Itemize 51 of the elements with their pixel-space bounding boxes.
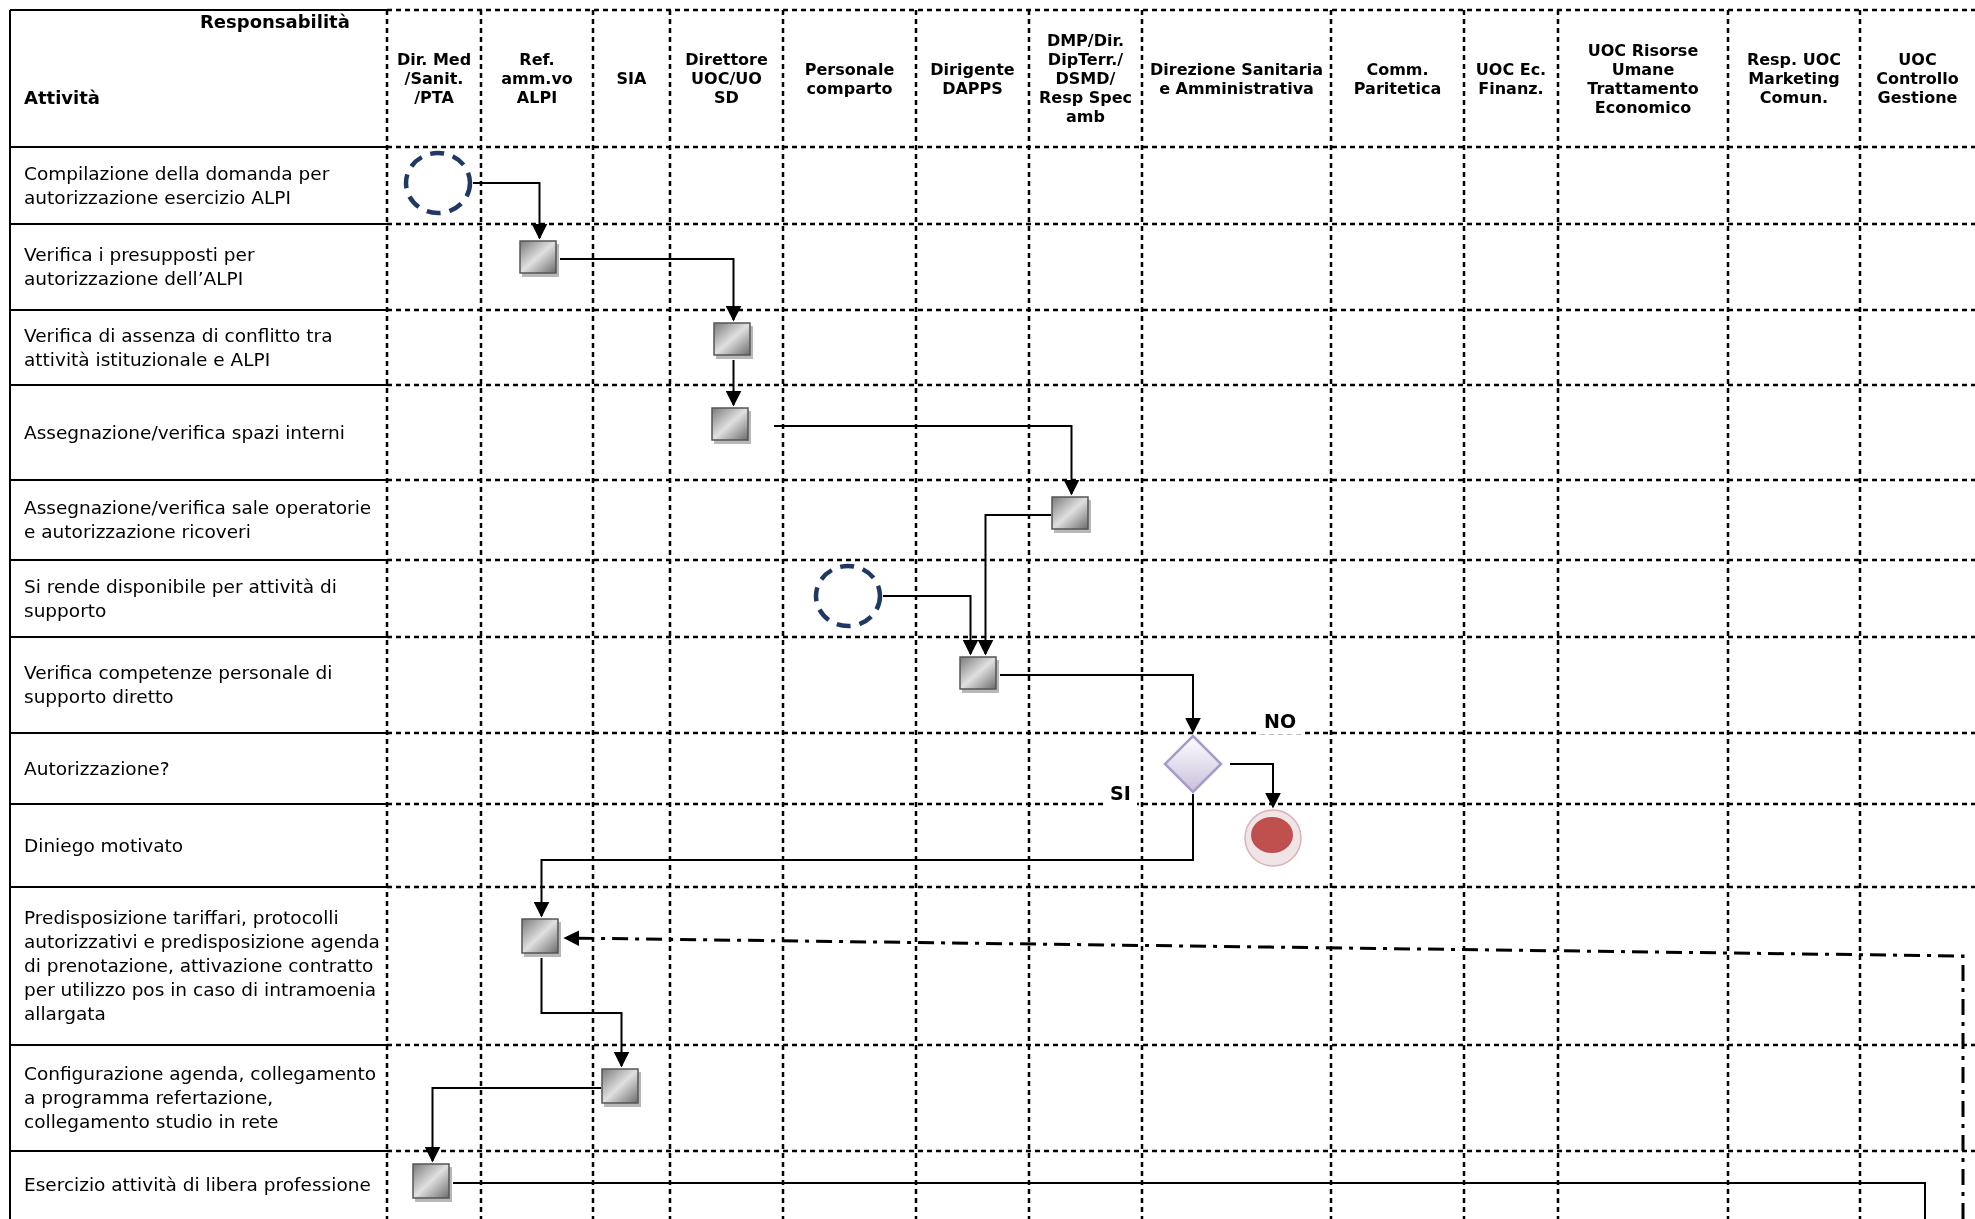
activity-label: Esercizio attività di libera professione xyxy=(24,1173,371,1197)
activity-box xyxy=(601,1068,642,1108)
activity-label: Assegnazione/verifica sale operatorie e autorizzazione ricoveri xyxy=(24,496,373,544)
arrow xyxy=(424,1087,602,1163)
column-header: UOC Risorse Umane Trattamento Economico xyxy=(1586,40,1700,117)
arrow xyxy=(725,359,742,407)
arrow xyxy=(1229,763,1281,809)
column-header: Comm. Paritetica xyxy=(1352,59,1443,98)
activity-label: Configurazione agenda, collegamento a programma refertazione, collegamento studio in rete xyxy=(24,1062,378,1134)
arrow xyxy=(882,595,979,656)
activity-box xyxy=(521,918,562,958)
activity-label: Verifica i presupposti per autorizzazione dell’ALPI xyxy=(24,243,256,291)
arrow xyxy=(533,793,1194,918)
start-circle xyxy=(403,150,473,216)
activity-label: Compilazione della domanda per autorizzazione esercizio ALPI xyxy=(24,161,331,210)
activity-label: Diniego motivato xyxy=(24,833,184,858)
activity-box xyxy=(959,656,1000,694)
column-header: Direttore UOC/UO SD xyxy=(684,50,769,107)
activity-label: Autorizzazione? xyxy=(24,756,170,781)
activity-label: Verifica di assenza di conflitto tra attività istituzionale e ALPI xyxy=(24,323,334,372)
arrow xyxy=(540,957,630,1068)
arrow xyxy=(559,258,742,322)
column-header: Dirigente DAPPS xyxy=(929,59,1016,98)
column-header: UOC Ec. Finanz. xyxy=(1474,59,1548,98)
column-header: Direzione Sanitaria e Amministrativa xyxy=(1149,59,1324,98)
activity-label: Predisposizione tariffari, protocolli autorizzativi e predisposizione agenda di prenotazione, attivazione contratto per utilizzo pos in caso di intramoenia allargata xyxy=(24,906,381,1026)
activity-box xyxy=(412,1163,453,1203)
activity-box xyxy=(1051,496,1092,534)
column-header: Resp. UOC Marketing Comun. xyxy=(1745,50,1843,107)
decision-diamond xyxy=(1163,734,1223,794)
column-header: SIA xyxy=(615,69,648,88)
arrow xyxy=(773,425,1080,496)
column-header: Responsabilità xyxy=(200,12,350,31)
arrow xyxy=(977,514,1052,656)
activity-box xyxy=(713,322,754,360)
activity-box xyxy=(711,407,752,445)
arrow xyxy=(999,674,1201,734)
column-header: Personale comparto xyxy=(803,59,896,98)
end-circle xyxy=(1244,809,1302,867)
start-circle xyxy=(813,563,883,629)
column-header: Ref. amm.vo ALPI xyxy=(500,50,574,107)
arrow xyxy=(563,930,1965,1219)
activity-label: Verifica competenze personale di supporto diretto xyxy=(24,661,334,709)
activity-box xyxy=(519,240,560,278)
column-header: DMP/Dir. DipTerr./ DSMD/ Resp Spec amb xyxy=(1038,31,1133,126)
column-header: Dir. Med /Sanit. /PTA xyxy=(395,50,473,107)
activity-label: Si rende disponibile per attività di supporto xyxy=(24,574,338,623)
arrow xyxy=(472,182,548,240)
activity-label: Assegnazione/verifica spazi interni xyxy=(24,420,345,445)
column-header: Attività xyxy=(24,88,100,107)
column-header: UOC Controllo Gestione xyxy=(1875,50,1960,107)
